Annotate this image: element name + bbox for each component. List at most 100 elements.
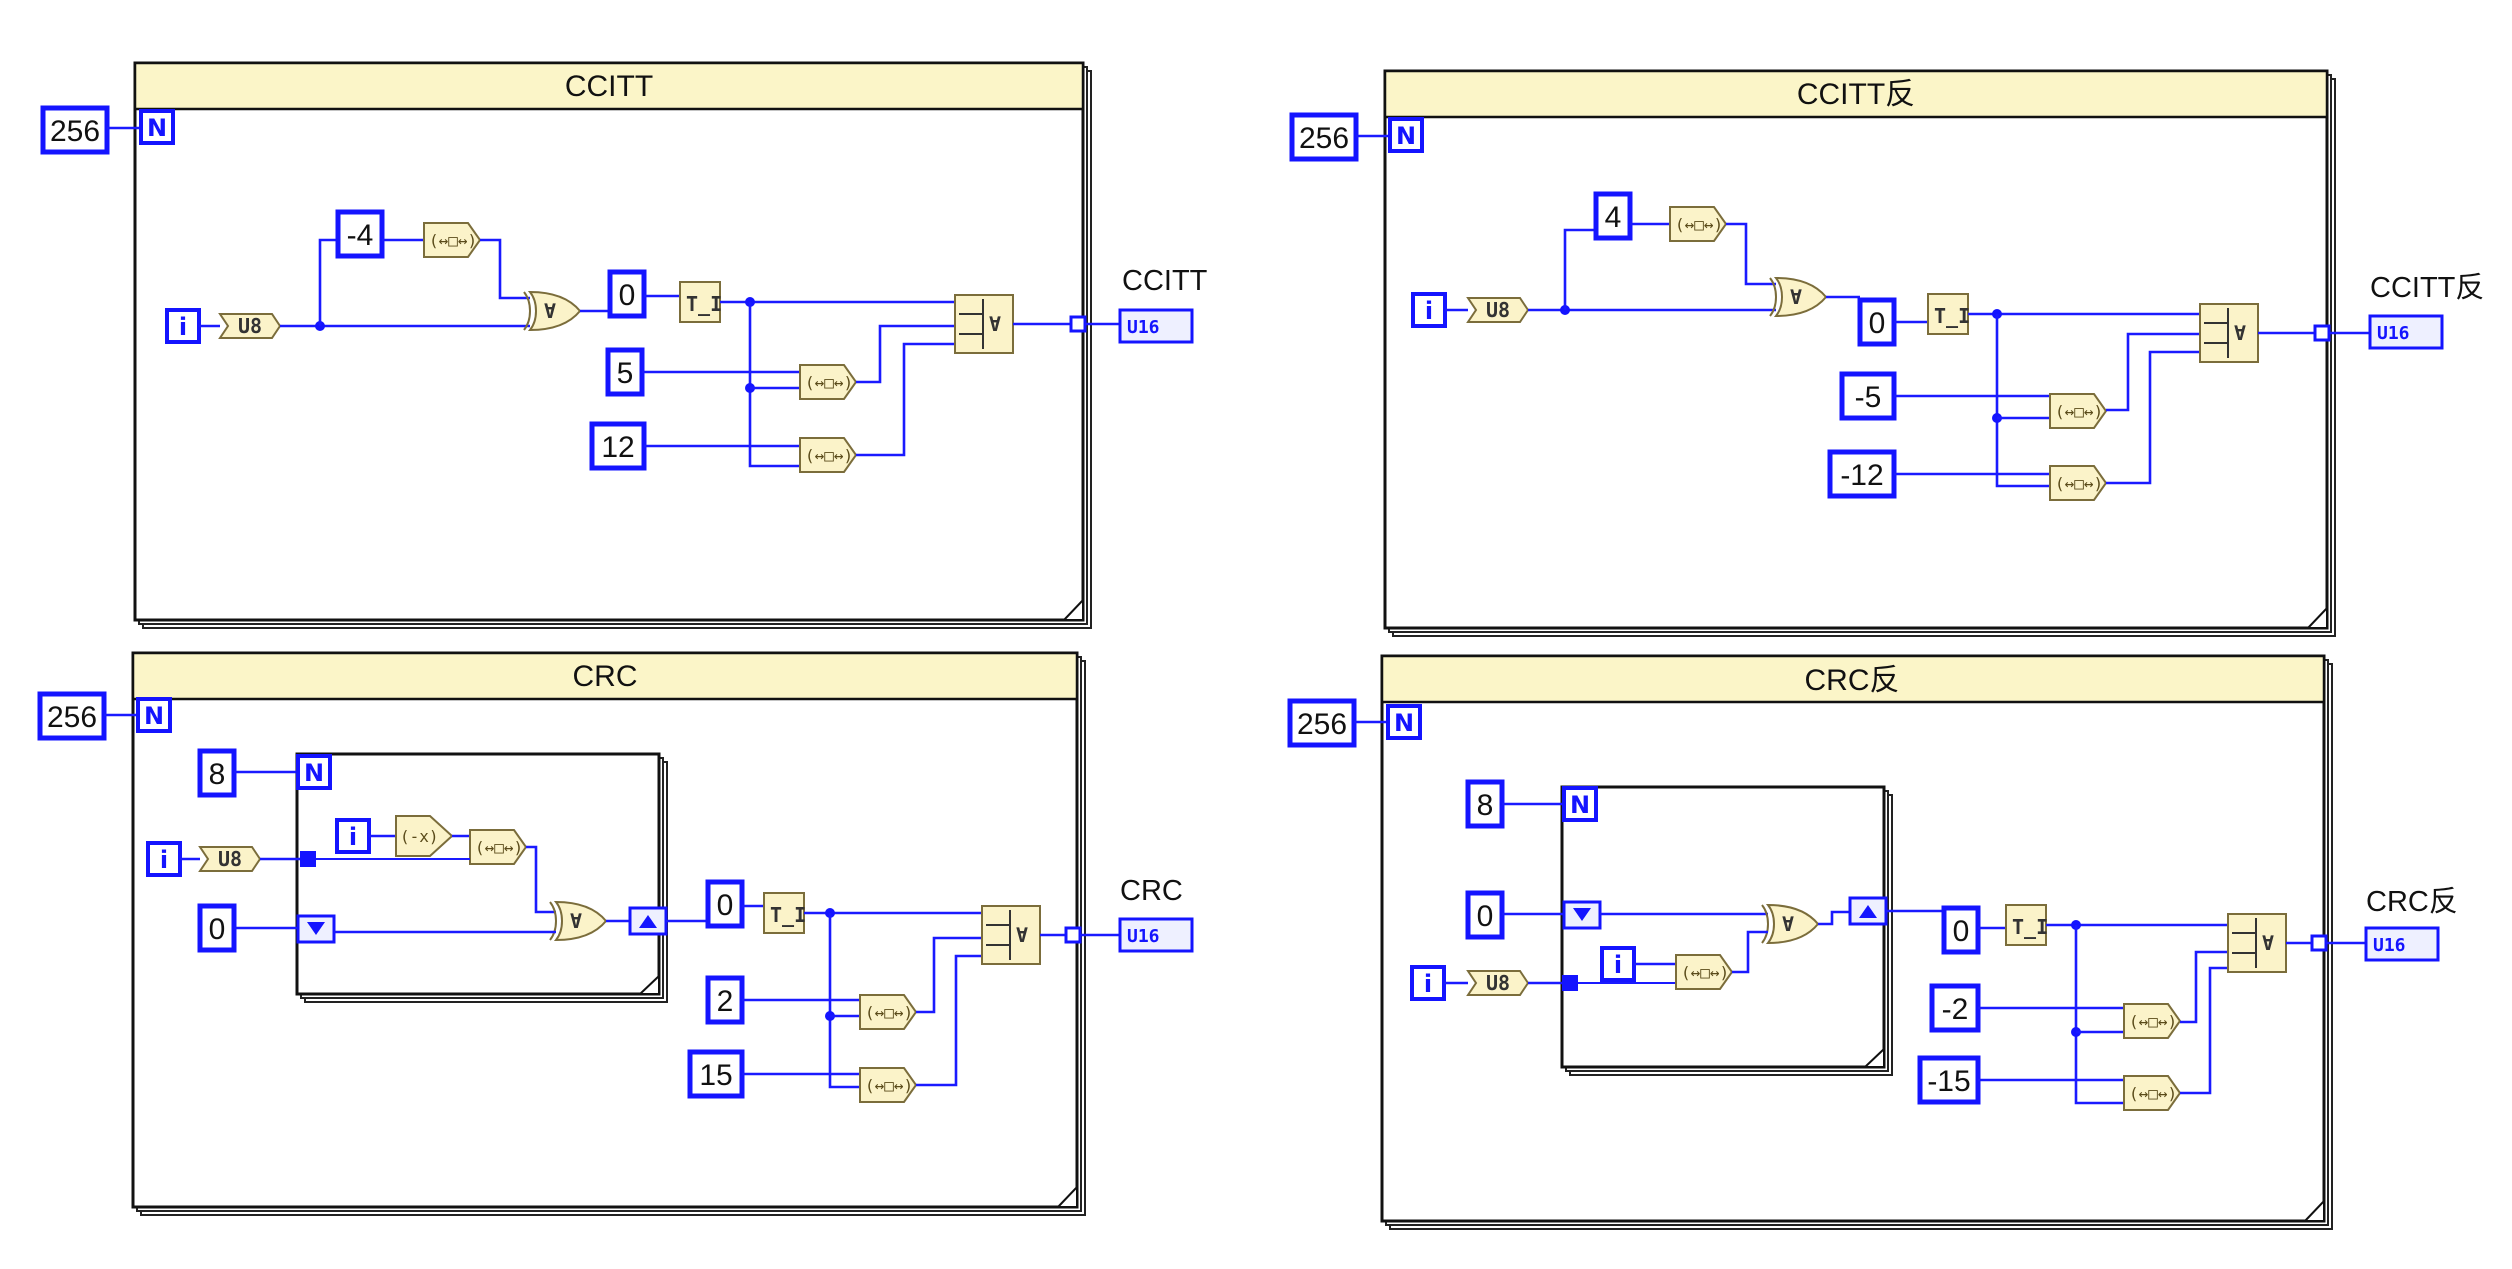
loop-count-label: N [147,114,167,142]
u8-cast-label: U8 [238,314,262,338]
inner-init-value: 0 [1477,900,1494,933]
output-indicator[interactable] [2364,926,2440,962]
swap-bytes-icon[interactable] [2005,904,2050,946]
shift-b-value: -15 [1927,1065,1970,1098]
build-array-icon[interactable] [954,294,1014,354]
loop-count-terminal[interactable] [1388,117,1424,153]
loop-count-terminal[interactable] [139,109,175,145]
n-constant-value: 256 [1299,122,1349,155]
shift-b-value: -12 [1840,459,1883,492]
swap-bytes-icon[interactable] [1927,293,1972,335]
logical-shift-icon[interactable] [1675,954,1733,990]
inner-loop-count-label: N [1570,791,1590,819]
build-array-icon[interactable] [981,905,1041,965]
u8-cast-node[interactable] [1466,297,1530,323]
n-constant[interactable] [37,691,107,741]
output-indicator[interactable] [1118,917,1194,953]
output-indicator[interactable] [1118,308,1194,344]
logical-shift-icon[interactable] [2049,393,2107,429]
logical-shift-icon[interactable] [469,829,527,865]
output-label: CCITT [1122,265,1208,297]
output-type: U16 [1127,926,1160,947]
shift-constant-value: -4 [347,219,374,252]
u8-cast-node[interactable] [198,846,262,872]
loop-count-label: N [144,702,164,730]
u8-cast-node[interactable] [1466,970,1530,996]
for-loop-frame[interactable] [1383,69,2329,630]
logical-shift-icon[interactable] [2123,1003,2181,1039]
iteration-label: i [1424,970,1432,998]
panel-title: CRC [573,660,638,693]
title-bar [133,61,1085,111]
panel-title: CRC反 [1805,664,1900,697]
auto-indexing-tunnel-icon[interactable] [1069,315,1087,333]
auto-indexing-tunnel-icon[interactable] [2313,324,2331,342]
iteration-label: i [1425,297,1433,325]
inner-loop-count-label: N [304,759,324,787]
init-constant[interactable] [607,269,647,319]
iteration-label: i [179,313,187,341]
loop-count-terminal[interactable] [1386,704,1422,740]
output-label: CRC反 [2366,885,2458,918]
n-constant[interactable] [1287,698,1357,748]
inner-iteration-label: i [1614,951,1622,979]
tunnel-in [1562,975,1578,991]
auto-indexing-tunnel-icon[interactable] [1064,926,1082,944]
for-loop-frame[interactable] [133,61,1085,622]
shift-constant-value: 4 [1605,201,1622,234]
inner-for-loop-frame[interactable] [1560,785,1886,1069]
inner-for-loop-frame[interactable] [295,752,661,996]
inner-init-value: 0 [209,913,226,946]
output-type: U16 [1127,317,1160,338]
u8-cast-label: U8 [218,847,242,871]
swap-bytes-icon[interactable] [679,281,724,323]
shift-a-value: -2 [1942,993,1969,1026]
u8-cast-label: U8 [1486,298,1510,322]
n-constant-value: 256 [47,701,97,734]
negate-icon[interactable] [395,815,454,857]
auto-indexing-tunnel-icon[interactable] [2310,934,2328,952]
panel-title: CCITT反 [1797,78,1915,111]
logical-shift-icon[interactable] [799,364,857,400]
loop-count-terminal[interactable] [136,697,172,733]
init-constant-value: 0 [717,889,734,922]
shift-a-constant[interactable] [705,975,745,1025]
output-label: CRC [1120,875,1183,907]
init-constant-value: 0 [619,279,636,312]
swap-bytes-icon[interactable] [763,892,808,934]
negate-label: (-x) [400,827,439,846]
inner-loop-count-terminal[interactable] [296,754,332,790]
shift-a-value: 5 [617,357,634,390]
tunnel-in [300,851,316,867]
shift-a-value: -5 [1855,381,1882,414]
output-indicator[interactable] [2368,314,2444,350]
shift-constant[interactable] [335,209,385,259]
u8-cast-label: U8 [1486,971,1510,995]
logical-shift-icon[interactable] [2049,465,2107,501]
logical-shift-icon[interactable] [799,437,857,473]
logical-shift-icon[interactable] [423,222,481,258]
shift-a-value: 2 [717,985,734,1018]
n-constant-value: 256 [50,115,100,148]
panel-ccitt-reflected: CCITT反 256 N i U8 4 0 -5 [1289,69,2484,637]
output-type: U16 [2377,323,2410,344]
u8-cast-node[interactable] [218,313,282,339]
logical-shift-icon[interactable] [859,1067,917,1103]
init-constant[interactable] [705,879,745,929]
init-constant[interactable] [1941,905,1981,955]
loop-count-label: N [1396,122,1416,150]
iteration-label: i [160,846,168,874]
shift-constant[interactable] [1593,191,1633,241]
build-array-icon[interactable] [2227,913,2287,973]
shift-register-right-icon[interactable] [1848,896,1888,926]
logical-shift-icon[interactable] [859,994,917,1030]
output-label: CCITT反 [2370,271,2484,304]
init-constant[interactable] [1857,297,1897,347]
init-constant-value: 0 [1869,307,1886,340]
inner-loop-count-terminal[interactable] [1562,786,1598,822]
build-array-icon[interactable] [2199,303,2259,363]
logical-shift-icon[interactable] [2123,1075,2181,1111]
n-constant-value: 256 [1297,708,1347,741]
n-constant[interactable] [40,105,110,155]
logical-shift-icon[interactable] [1669,206,1727,242]
